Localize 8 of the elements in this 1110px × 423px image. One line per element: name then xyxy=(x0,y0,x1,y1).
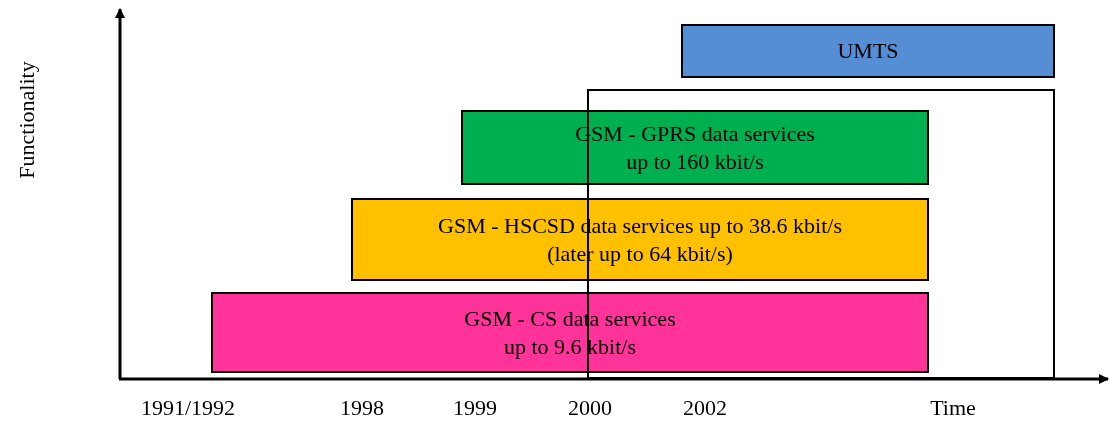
year-label: 2002 xyxy=(683,395,727,421)
axis-title: Functionality xyxy=(14,61,40,179)
axis-title: Time xyxy=(930,395,976,421)
year-label: 1998 xyxy=(340,395,384,421)
year-label: 1991/1992 xyxy=(140,395,236,421)
timeline-bar: UMTS xyxy=(681,24,1055,78)
year-label: 2000 xyxy=(568,395,612,421)
year-label: 1999 xyxy=(453,395,497,421)
